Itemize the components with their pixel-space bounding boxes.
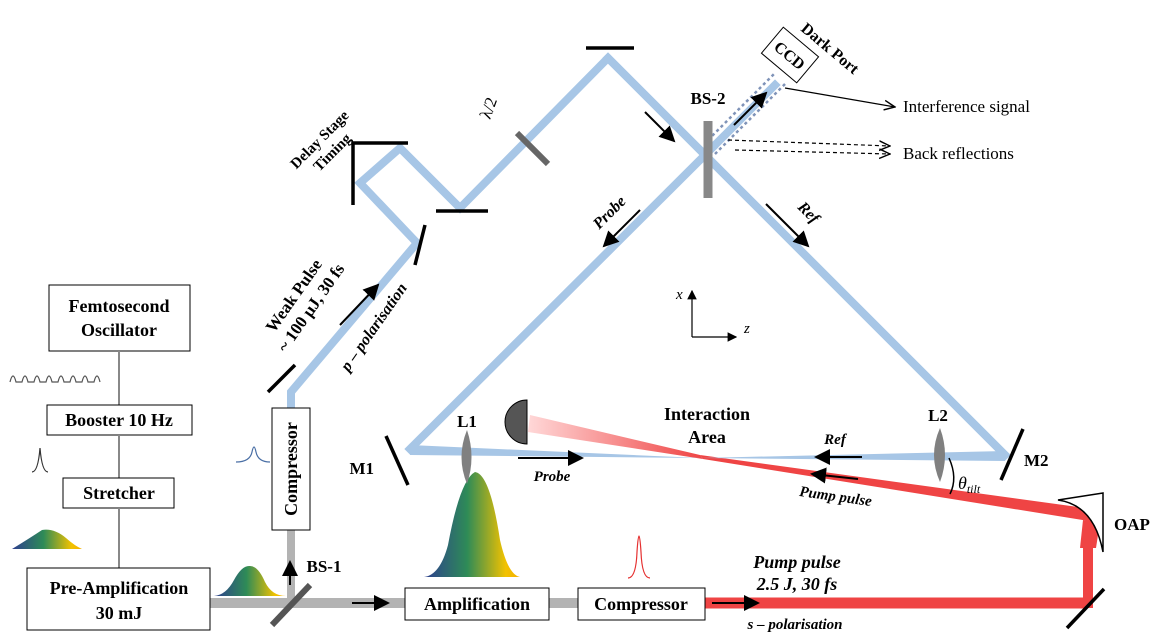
interaction-label-1: Interaction	[664, 404, 750, 424]
dark-port-dashes	[707, 72, 788, 155]
booster-box: Booster 10 Hz	[46, 404, 193, 436]
probe-low-label: Probe	[534, 469, 571, 485]
compressed-pulse-red-icon	[627, 535, 651, 579]
bs1-label: BS-1	[307, 557, 342, 576]
pump-main-label-2: 2.5 J, 30 fs	[756, 574, 838, 594]
svg-text:Compressor: Compressor	[281, 422, 301, 516]
direction-arrows	[282, 91, 862, 611]
theta-arc	[948, 457, 955, 495]
stretcher-box: Stretcher	[62, 477, 175, 509]
axis-x-label: x	[675, 287, 683, 303]
preamp-box: Pre-Amplification 30 mJ	[26, 567, 211, 631]
svg-text:Femtosecond: Femtosecond	[69, 296, 170, 316]
svg-text:Oscillator: Oscillator	[81, 320, 157, 340]
ref-low-label: Ref	[823, 432, 848, 448]
lens-l1	[461, 430, 472, 484]
l1-label: L1	[457, 412, 477, 431]
pump-main-label-1: Pump pulse	[752, 552, 841, 572]
pulse-train-icon	[9, 375, 101, 383]
coordinate-axes	[687, 289, 738, 342]
interference-label: Interference signal	[903, 97, 1030, 116]
mirror-m1	[384, 435, 410, 486]
m1-label: M1	[349, 459, 374, 478]
single-pulse-icon	[31, 447, 49, 473]
l2-label: L2	[928, 406, 948, 425]
half-wave-plate	[514, 130, 551, 167]
back-reflections-label: Back reflections	[903, 144, 1014, 163]
interference-line	[784, 87, 895, 107]
mirror-probe-1	[266, 363, 297, 394]
m2-label: M2	[1024, 451, 1049, 470]
s-polarisation-label: s – polarisation	[746, 617, 842, 633]
compressor-probe-box: Compressor	[271, 407, 311, 531]
probe-focus-left	[410, 445, 700, 458]
oap-label: OAP	[1114, 515, 1150, 534]
mirror-pump	[1065, 587, 1106, 630]
stretched-spectrum-icon	[12, 529, 82, 549]
amplified-spectrum-icon	[424, 472, 520, 577]
preamp-spectrum-icon	[214, 565, 286, 596]
pump-pulse-small-label: Pump pulse	[798, 484, 873, 510]
compressor-main-box: Compressor	[577, 587, 706, 621]
lens-l2	[934, 428, 945, 482]
interaction-label-2: Area	[688, 427, 726, 447]
mirror-probe-2	[413, 224, 427, 266]
delay-stage-mirror	[351, 141, 408, 205]
beam-dump	[504, 399, 528, 445]
amplification-box: Amplification	[404, 587, 550, 621]
svg-text:30 mJ: 30 mJ	[96, 603, 143, 623]
back-reflection-lines	[727, 139, 890, 154]
axis-z-label: z	[743, 321, 750, 337]
svg-text:Amplification: Amplification	[424, 594, 530, 614]
svg-text:Booster 10 Hz: Booster 10 Hz	[65, 410, 173, 430]
theta-label: θtilt	[958, 473, 981, 496]
oscillator-box: Femtosecond Oscillator	[48, 284, 191, 352]
compressed-pulse-blue-icon	[235, 446, 271, 463]
ref-arm-label: Ref	[793, 198, 823, 228]
mirror-m2	[999, 428, 1025, 481]
oap-mirror	[1057, 492, 1104, 553]
svg-text:Pre-Amplification: Pre-Amplification	[50, 578, 189, 598]
svg-text:Stretcher: Stretcher	[83, 483, 155, 503]
svg-text:Compressor: Compressor	[594, 594, 688, 614]
bs2-label: BS-2	[691, 89, 726, 108]
mirrors	[266, 46, 1106, 630]
bs1-splitter	[269, 582, 313, 628]
pump-beam	[528, 415, 1100, 609]
half-wave-label: λ/2	[476, 95, 501, 122]
